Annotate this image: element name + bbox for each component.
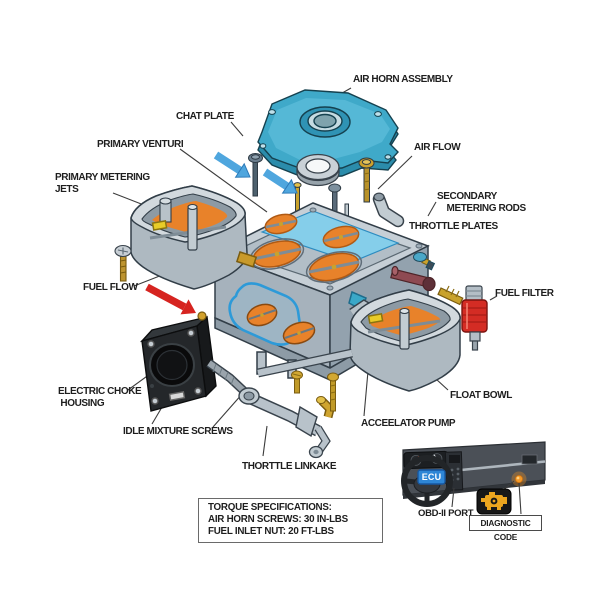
torque-spec-title: TORQUE SPECIFICATIONS:	[208, 502, 332, 513]
label-electric-choke-housing: ELECTRIC CHOKE HOUSING	[58, 386, 142, 409]
label-fuel-filter: FUEL FILTER	[495, 288, 554, 299]
check-engine-icon	[476, 488, 512, 515]
label-accelerator-pump: ACCEELATOR PUMP	[361, 418, 456, 429]
label-secondary-metering-rods: SECONDARY METERING RODS	[437, 191, 526, 214]
accelerator-pump-rod-part	[390, 265, 436, 292]
label-throttle-linkage: THORTTLE LINKAKE	[242, 461, 337, 472]
warning-light-dot	[511, 471, 527, 487]
label-idle-mixture-screws: IDLE MIXTURE SCREWS	[123, 426, 233, 437]
label-float-bowl: FLOAT BOWL	[450, 390, 512, 401]
label-air-flow: AIR FLOW	[414, 142, 461, 153]
secondary-bores-gasket-part	[228, 282, 316, 346]
fuel-filter-part	[437, 285, 488, 351]
label-air-horn-assembly: AIR HORN ASSEMBLY	[353, 74, 453, 85]
bowl-screw-part	[114, 244, 132, 282]
ecu-badge-box	[417, 469, 446, 485]
idle-mixture-screws-part	[291, 370, 339, 419]
small-screw-part	[413, 252, 436, 271]
gasket-ring-part	[296, 153, 340, 187]
fuel-flow-arrow-icon	[145, 283, 207, 321]
label-chat-plate: CHAT PLATE	[176, 111, 234, 122]
air-flow-arrow-icon	[213, 151, 298, 194]
primary-metering-jets-bowl-part	[130, 185, 258, 290]
ecu-badge-label: ECU	[421, 472, 442, 482]
label-primary-metering-jets: PRIMARY METERING JETS	[55, 172, 150, 195]
torque-specifications-box: TORQUE SPECIFICATIONS: AIR HORN SCREWS: …	[198, 498, 383, 543]
electric-choke-housing-part	[139, 315, 217, 412]
vent-tube-part	[372, 192, 405, 228]
float-bowl-part	[349, 289, 461, 392]
diagnostic-code-box: DIAGNOSTIC CODE	[469, 515, 542, 542]
label-throttle-plates: THROTTLE PLATES	[409, 221, 498, 232]
torque-spec-fuel-inlet: FUEL INLET NUT: 20 FT-LBS	[208, 525, 334, 537]
air-horn-assembly-part	[257, 89, 399, 179]
dashboard-inset	[401, 441, 546, 515]
throttle-plates-part	[249, 213, 363, 283]
label-fuel-flow: FUEL FLOW	[83, 282, 138, 293]
torque-spec-air-horn: AIR HORN SCREWS: 30 IN-LBS	[208, 513, 348, 525]
label-obd-port: OBD-II PORT	[418, 508, 474, 519]
label-primary-venturi: PRIMARY VENTURI	[97, 139, 184, 150]
throttle-linkage-part	[206, 348, 353, 459]
